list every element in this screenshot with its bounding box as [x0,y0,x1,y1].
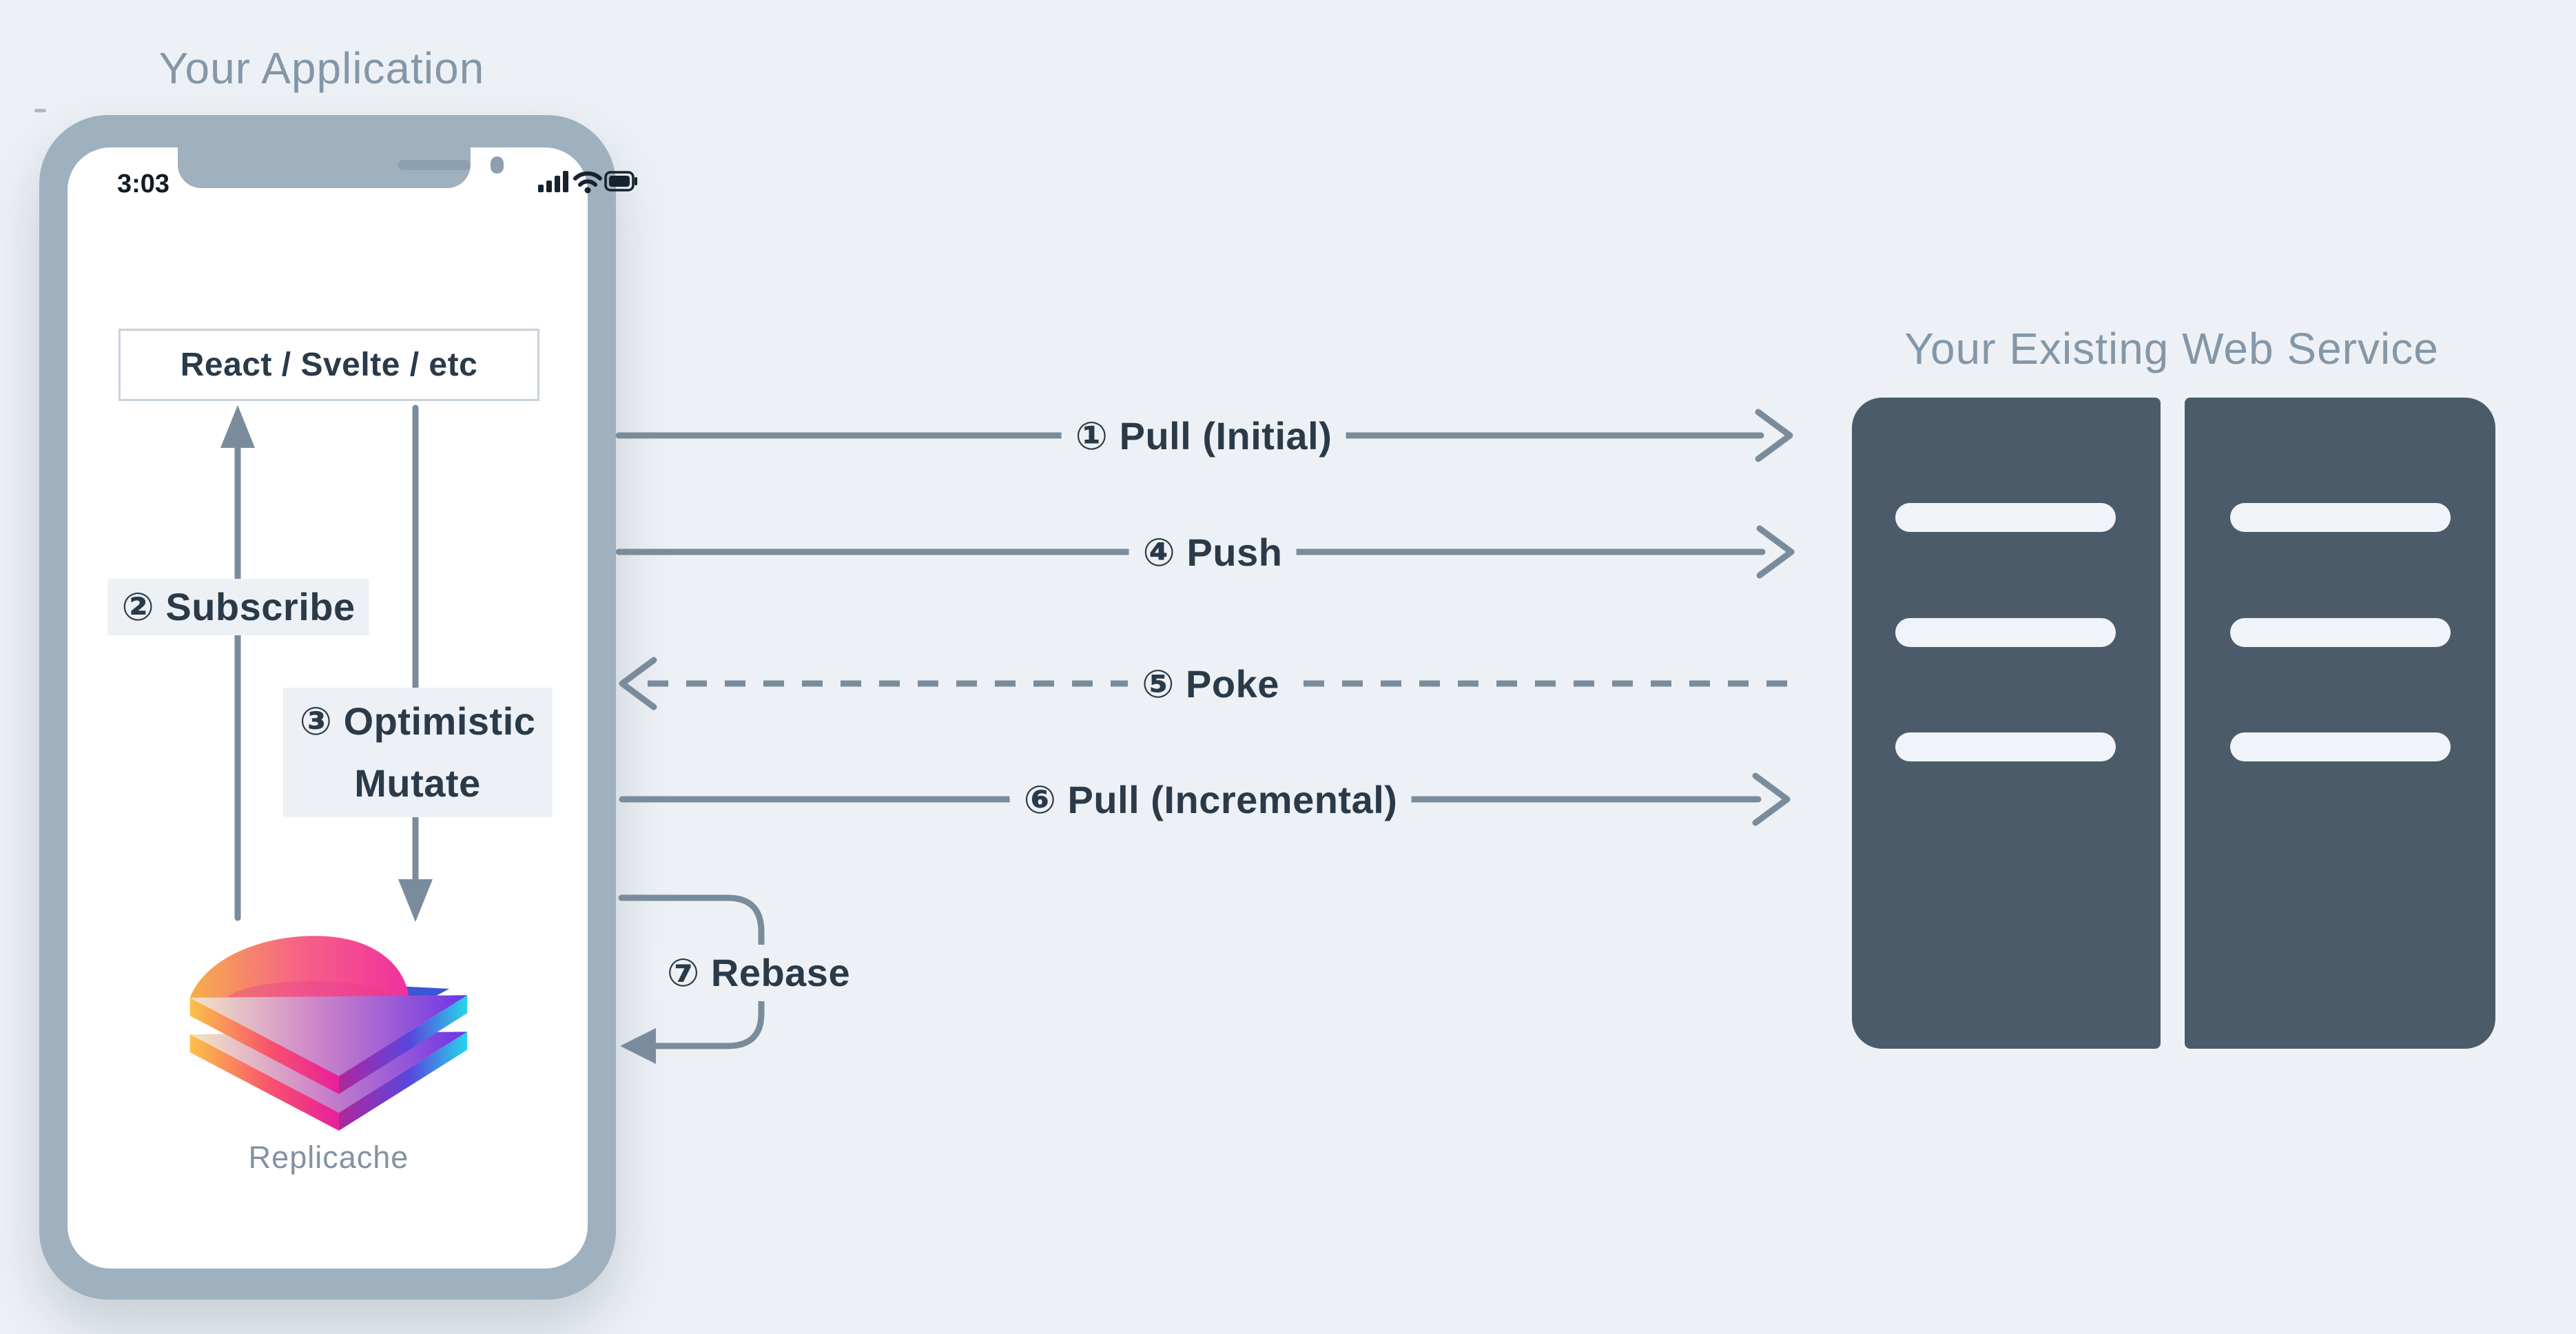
push-label: ④ Push [1129,524,1297,581]
server-slot [2230,503,2451,532]
replicache-logo [189,936,468,1131]
server-slot [1895,732,2116,761]
pull-initial-label: ① Pull (Initial) [1061,408,1346,464]
poke-label: ⑤ Poke [1128,656,1293,712]
phone-notch [178,147,504,188]
server-slot [2230,618,2451,647]
rebase-label: ⑦ Rebase [652,945,865,1001]
replicache-label: Replicache [248,1140,409,1175]
camera-icon [491,156,504,174]
server-rack-right [2185,398,2495,1049]
status-bar-time: 3:03 [116,170,170,198]
server-slot [2230,732,2451,761]
framework-box: React / Svelte / etc [119,329,539,401]
wifi-icon [573,171,602,194]
status-bar-icons [538,171,637,194]
web-service-title: Your Existing Web Service [1904,324,2439,373]
subscribe-label: ② Subscribe [107,579,369,635]
server-slot [1895,618,2116,647]
application-title: Your Application [158,43,485,93]
battery-icon [604,171,637,192]
optimistic-mutate-line1: ③ Optimistic [299,699,536,743]
optimistic-mutate-label: ③ Optimistic Mutate [282,688,553,817]
stray-dash [34,109,46,112]
signal-bars-icon [538,171,568,192]
server-slot [1895,503,2116,532]
speaker-icon [398,160,471,170]
pull-incremental-label: ⑥ Pull (Incremental) [1009,772,1412,828]
server-rack-left [1852,398,2161,1049]
optimistic-mutate-line2: Mutate [354,761,481,805]
